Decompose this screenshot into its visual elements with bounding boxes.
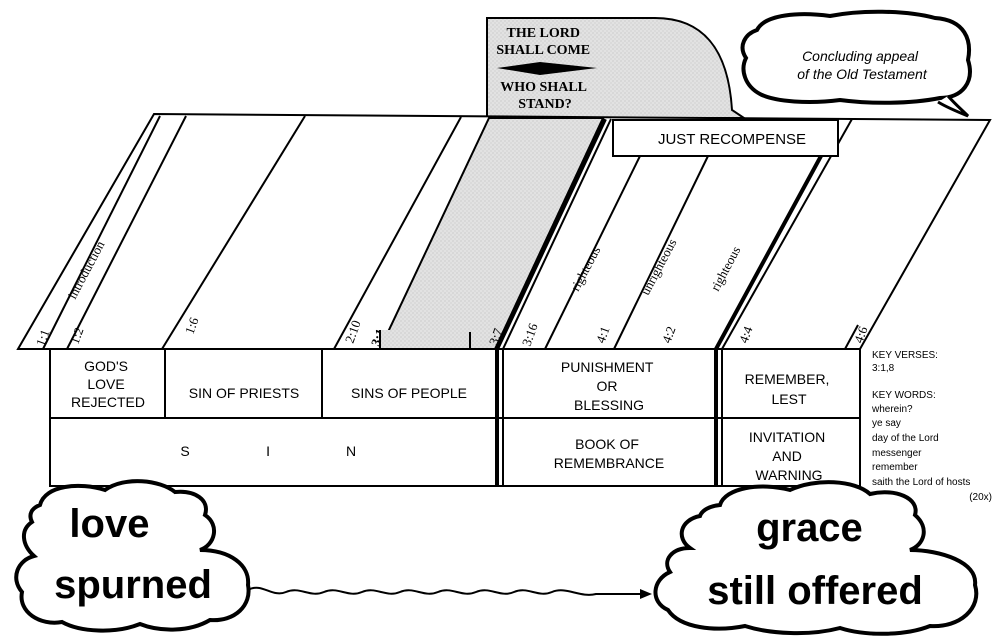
grace-word: grace bbox=[756, 506, 863, 550]
just-recompense-box bbox=[612, 119, 839, 157]
invitation-line-2: AND bbox=[772, 448, 802, 464]
key-word-3: day of the Lord bbox=[872, 433, 939, 444]
svg-text:Concluding appeal of the: Concluding appeal of the Old Testament bbox=[797, 48, 928, 82]
callout-line-2: SHALL COME bbox=[496, 43, 590, 58]
love-word: love bbox=[69, 502, 149, 546]
book-line-1: BOOK OF bbox=[575, 436, 639, 452]
book-line-2: REMEMBRANCE bbox=[554, 455, 664, 471]
svg-text:REMEMBER, LEST: REMEMBER, LEST bbox=[745, 371, 834, 407]
still-offered-word: still offered bbox=[707, 569, 923, 613]
sins-of-people-label: SINS OF PEOPLE bbox=[351, 385, 467, 401]
arrow-head-icon bbox=[640, 589, 652, 599]
svg-text:THE LORD SHALL COME: THE LORD SHALL COME WHO SHALL STAND? bbox=[496, 26, 593, 112]
svg-text:GOD'S LOVE REJECTE: GOD'S LOVE REJECTED bbox=[71, 358, 145, 410]
key-word-1: wherein? bbox=[871, 404, 913, 415]
callout-line-4: STAND? bbox=[518, 97, 571, 112]
verse-3-7: 3:7 bbox=[486, 326, 506, 347]
sin-of-priests-label: SIN OF PRIESTS bbox=[189, 385, 299, 401]
svg-text:PUNISHMENT OR BLES: PUNISHMENT OR BLESSING bbox=[561, 359, 657, 413]
verse-1-2: 1:2 bbox=[67, 325, 87, 346]
verse-4-2: 4:2 bbox=[659, 324, 679, 345]
remember-line-2: LEST bbox=[771, 391, 806, 407]
remember-line-1: REMEMBER, bbox=[745, 371, 830, 387]
gods-love-line-3: REJECTED bbox=[71, 394, 145, 410]
callout-line-1: THE LORD bbox=[506, 26, 580, 41]
punishment-line-1: PUNISHMENT bbox=[561, 359, 654, 375]
just-recompense-label: JUST RECOMPENSE bbox=[658, 131, 806, 148]
spurned-word: spurned bbox=[54, 563, 212, 607]
gods-love-line-1: GOD'S bbox=[84, 358, 128, 374]
svg-text:S I N: S I N bbox=[180, 443, 356, 459]
verse-1-6: 1:6 bbox=[182, 315, 202, 336]
invitation-line-3: WARNING bbox=[755, 467, 822, 483]
key-word-count: (20x) bbox=[969, 492, 992, 503]
key-verses-label: KEY VERSES: bbox=[872, 350, 938, 361]
lord-shall-come-callout: THE LORD SHALL COME WHO SHALL STAND? bbox=[486, 17, 748, 119]
sin-letter-s: S bbox=[180, 443, 189, 459]
verse-1-1: 1:1 bbox=[33, 327, 53, 348]
appeal-line-1: Concluding appeal bbox=[802, 48, 919, 64]
callout-line-3: WHO SHALL bbox=[500, 80, 586, 95]
section-table: GOD'S LOVE REJECTED SIN OF PRIESTS SINS … bbox=[49, 330, 861, 487]
gods-love-line-2: LOVE bbox=[87, 376, 124, 392]
sin-letter-i: I bbox=[266, 443, 270, 459]
grace-still-offered-cloud: grace still offered bbox=[653, 480, 979, 636]
verse-4-6: 4:6 bbox=[851, 324, 871, 345]
key-word-2: ye say bbox=[872, 418, 901, 429]
invitation-line-1: INVITATION bbox=[749, 429, 825, 445]
svg-text:grace still offered: grace still offered bbox=[707, 506, 923, 613]
key-word-6: saith the Lord of hosts bbox=[872, 477, 970, 488]
punishment-line-3: BLESSING bbox=[574, 397, 644, 413]
key-words-label: KEY WORDS: bbox=[872, 390, 936, 401]
verse-4-4: 4:4 bbox=[736, 324, 756, 345]
svg-text:INVITATION AND WAR: INVITATION AND WARNING bbox=[749, 429, 829, 483]
appeal-line-2: of the Old Testament bbox=[797, 66, 928, 82]
slanted-panel: JUST RECOMPENSE bbox=[16, 112, 992, 350]
diamond-arrow-icon bbox=[497, 62, 597, 75]
verse-4-1: 4:1 bbox=[593, 324, 613, 345]
svg-text:BOOK OF REMEMBRANCE: BOOK OF REMEMBRANCE bbox=[554, 436, 664, 471]
concluding-appeal-bubble: Concluding appeal of the Old Testament bbox=[740, 9, 972, 118]
love-spurned-cloud: love spurned bbox=[14, 479, 251, 633]
key-info: KEY VERSES: 3:1,8 KEY WORDS: wherein? ye… bbox=[871, 350, 992, 503]
sin-letter-n: N bbox=[346, 443, 356, 459]
key-word-5: remember bbox=[872, 462, 918, 473]
verse-2-10: 2:10 bbox=[342, 318, 364, 345]
verse-references: 1:1 1:2 1:6 2:10 3:1 3:7 3:16 4:1 4:2 4:… bbox=[33, 315, 871, 348]
key-word-4: messenger bbox=[872, 448, 922, 459]
key-verses-value: 3:1,8 bbox=[872, 363, 895, 374]
punishment-line-2: OR bbox=[597, 378, 618, 394]
wavy-connector bbox=[247, 586, 640, 596]
svg-text:love spurned: love spurned bbox=[54, 502, 212, 607]
